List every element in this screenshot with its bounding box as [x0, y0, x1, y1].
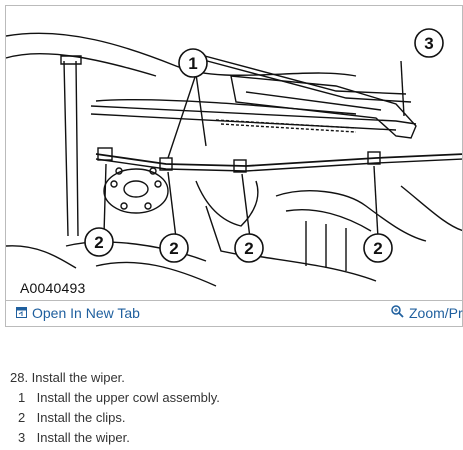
- sub-step-text: Install the clips.: [36, 410, 126, 425]
- magnifier-icon: [391, 305, 404, 321]
- sub-step-text: Install the wiper.: [36, 430, 130, 445]
- open-in-new-tab-link[interactable]: Open In New Tab: [16, 305, 140, 321]
- open-in-new-tab-label: Open In New Tab: [32, 305, 140, 321]
- sub-step-text: Install the upper cowl assembly.: [36, 390, 220, 405]
- zoom-link[interactable]: Zoom/Pr: [391, 305, 463, 321]
- sub-step: 1 Install the upper cowl assembly.: [0, 388, 463, 408]
- callout-label: 2: [169, 239, 178, 258]
- zoom-label: Zoom/Pr: [409, 305, 463, 321]
- callout-label: 3: [424, 34, 433, 53]
- step-heading: 28. Install the wiper.: [10, 370, 125, 385]
- sub-step-number: 3: [18, 430, 26, 445]
- sub-step: 3 Install the wiper.: [0, 428, 463, 448]
- callout-label: 1: [188, 54, 197, 73]
- procedure-steps: 28. Install the wiper. 1 Install the upp…: [0, 368, 463, 448]
- figure-toolbar: Open In New Tab Zoom/Pr: [5, 301, 463, 327]
- callout-circles: [84, 28, 444, 263]
- sub-step-number: 2: [18, 410, 26, 425]
- engine-bay-illustration: 1 3 2 2 2 2: [6, 28, 462, 287]
- figure-id-label: A0040493: [20, 280, 86, 296]
- callout-label: 2: [244, 239, 253, 258]
- callout-label: 2: [94, 233, 103, 252]
- callout-label: 2: [373, 239, 382, 258]
- sub-step-number: 1: [18, 390, 26, 405]
- sub-step: 2 Install the clips.: [0, 408, 463, 428]
- figure-frame: 1 3 2 2 2 2 A0040493: [5, 5, 463, 301]
- open-in-new-tab-icon: [16, 305, 27, 321]
